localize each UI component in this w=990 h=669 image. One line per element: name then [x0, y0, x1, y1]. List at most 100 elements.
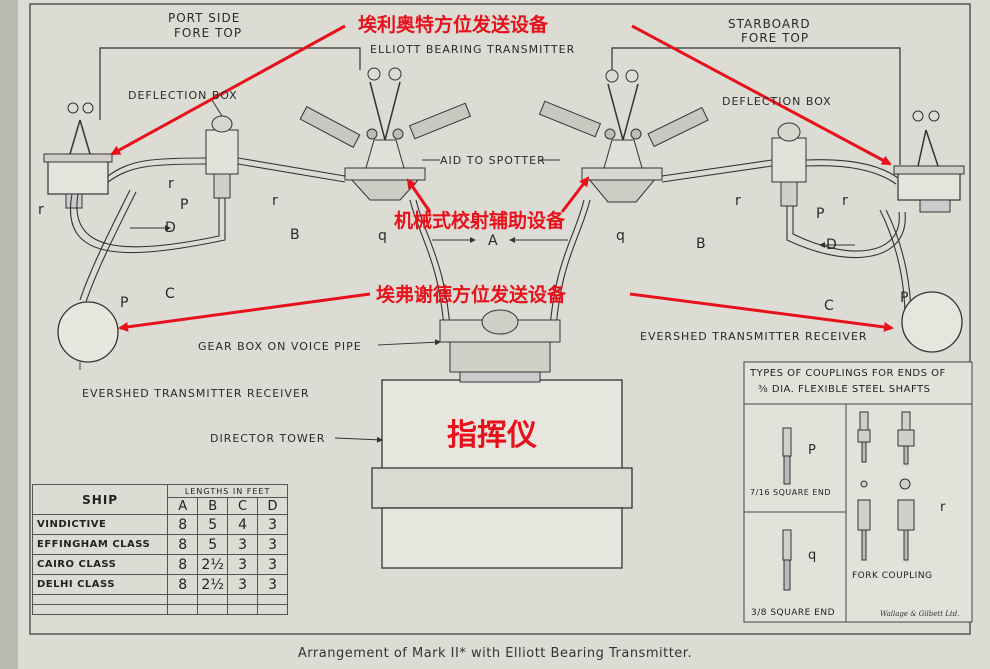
- elliott-wire-right: [611, 47, 901, 165]
- annotation-elliott: 埃利奥特方位发送设备: [358, 14, 549, 36]
- right-deflection-box: [771, 122, 807, 207]
- dim-label-d: D: [165, 220, 176, 236]
- table-empty-cell: [227, 594, 259, 605]
- binding-shadow: [0, 0, 18, 669]
- table-cell-value: 8: [167, 554, 199, 575]
- dim-label-q: q: [378, 228, 387, 244]
- dim-label-r: r: [735, 193, 741, 209]
- dim-label-d: D: [826, 237, 837, 253]
- annotation-arrows: [110, 24, 894, 332]
- director-tower: [371, 371, 633, 569]
- table-cell-value: 3: [227, 534, 259, 555]
- annotation-evershed: 埃弗谢德方位发送设备: [376, 284, 567, 306]
- dim-label-p: P: [900, 290, 909, 306]
- table-cell-value: 3: [227, 554, 259, 575]
- table-cell-value: 3: [257, 574, 288, 595]
- elliott-transmitter-label: ELLIOTT BEARING TRANSMITTER: [370, 43, 576, 56]
- dim-label-b: B: [290, 227, 300, 243]
- table-column-header: D: [257, 497, 288, 515]
- table-cell-value: 2½: [197, 574, 229, 595]
- dim-label-r: r: [272, 193, 278, 209]
- figure-caption: Arrangement of Mark II* with Elliott Bea…: [297, 646, 693, 661]
- table-cell-ship: CAIRO CLASS: [31, 554, 169, 575]
- table-header-ship: SHIP: [31, 484, 169, 515]
- table-column-header: A: [167, 497, 199, 515]
- dim-label-r: r: [168, 176, 174, 192]
- dim-label-p: P: [816, 206, 825, 222]
- left-deflection-box: [205, 99, 239, 199]
- table-cell-value: 2½: [197, 554, 229, 575]
- table-column-header: C: [227, 497, 259, 515]
- right-foretop-transmitter: [893, 110, 965, 213]
- table-empty-cell: [257, 604, 288, 615]
- evershed-right-label: EVERSHED TRANSMITTER RECEIVER: [640, 330, 868, 343]
- couplings-title-line2: ⅜ DIA. FLEXIBLE STEEL SHAFTS: [758, 384, 931, 395]
- leader-lines: [79, 159, 855, 443]
- table-empty-cell: [227, 604, 259, 615]
- table-cell-ship: EFFINGHAM CLASS: [31, 534, 169, 555]
- table-empty-row: [31, 594, 288, 605]
- fore-top-right-label: FORE TOP: [741, 31, 810, 45]
- dim-label-q: q: [616, 228, 625, 244]
- dim-label-p: P: [120, 295, 129, 311]
- couplings-title-line1: TYPES OF COUPLINGS FOR ENDS OF: [750, 368, 946, 379]
- table-cell-value: 3: [257, 534, 288, 555]
- elliott-wire-left: [99, 47, 361, 120]
- coupling-7-16-square-end: 7/16 SQUARE END: [750, 488, 832, 497]
- dim-label-r: r: [38, 202, 44, 218]
- fore-top-left-label: FORE TOP: [174, 26, 243, 40]
- port-side-label: PORT SIDE: [168, 11, 241, 25]
- table-cell-value: 5: [197, 534, 229, 555]
- table-column-header: B: [197, 497, 229, 515]
- table-empty-cell: [257, 594, 288, 605]
- table-empty-cell: [31, 604, 169, 615]
- table-cell-value: 4: [227, 514, 259, 535]
- table-cell-value: 8: [167, 534, 199, 555]
- deflection-box-left-label: DEFLECTION BOX: [128, 89, 238, 102]
- gear-box: [439, 309, 561, 373]
- table-empty-cell: [31, 594, 169, 605]
- starboard-label: STARBOARD: [728, 17, 811, 31]
- dim-label-b: B: [696, 236, 706, 252]
- left-spotter-aid: [299, 67, 472, 201]
- coupling-q-label: q: [808, 548, 817, 563]
- deflection-box-right-label: DEFLECTION BOX: [722, 95, 832, 108]
- gear-box-label: GEAR BOX ON VOICE PIPE: [198, 340, 362, 353]
- coupling-icons: [782, 411, 915, 591]
- publisher-credit: Wallage & Gilbett Ltd.: [880, 610, 960, 618]
- table-cell-value: 3: [227, 574, 259, 595]
- annotation-mechanical: 机械式校射辅助设备: [394, 210, 566, 232]
- table-empty-cell: [167, 594, 199, 605]
- fork-coupling-label: FORK COUPLING: [852, 571, 933, 581]
- coupling-3-8-square-end: 3/8 SQUARE END: [751, 608, 836, 618]
- right-spotter-aid: [538, 69, 709, 203]
- table-header-lengths: LENGTHS IN FEET: [167, 484, 288, 498]
- table-cell-value: 8: [167, 574, 199, 595]
- sheet-border: [29, 3, 971, 635]
- left-evershed-receiver: [57, 301, 119, 363]
- dim-label-r: r: [842, 193, 848, 209]
- table-cell-value: 3: [257, 514, 288, 535]
- aid-to-spotter-label: AID TO SPOTTER: [440, 154, 546, 167]
- annotation-director: 指挥仪: [447, 418, 537, 453]
- flexible-shafts: [70, 157, 912, 341]
- table-cell-ship: VINDICTIVE: [31, 514, 169, 535]
- right-evershed-receiver: [901, 291, 963, 353]
- left-foretop-transmitter: [43, 102, 113, 209]
- coupling-r-label: r: [940, 500, 946, 515]
- coupling-box: [743, 361, 973, 623]
- table-empty-cell: [197, 604, 229, 615]
- dim-label-p: P: [180, 197, 189, 213]
- table-cell-ship: DELHI CLASS: [31, 574, 169, 595]
- table-cell-value: 5: [197, 514, 229, 535]
- dim-label-c: C: [165, 286, 175, 302]
- table-empty-cell: [197, 594, 229, 605]
- table-cell-value: 3: [257, 554, 288, 575]
- evershed-left-label: EVERSHED TRANSMITTER RECEIVER: [82, 387, 310, 400]
